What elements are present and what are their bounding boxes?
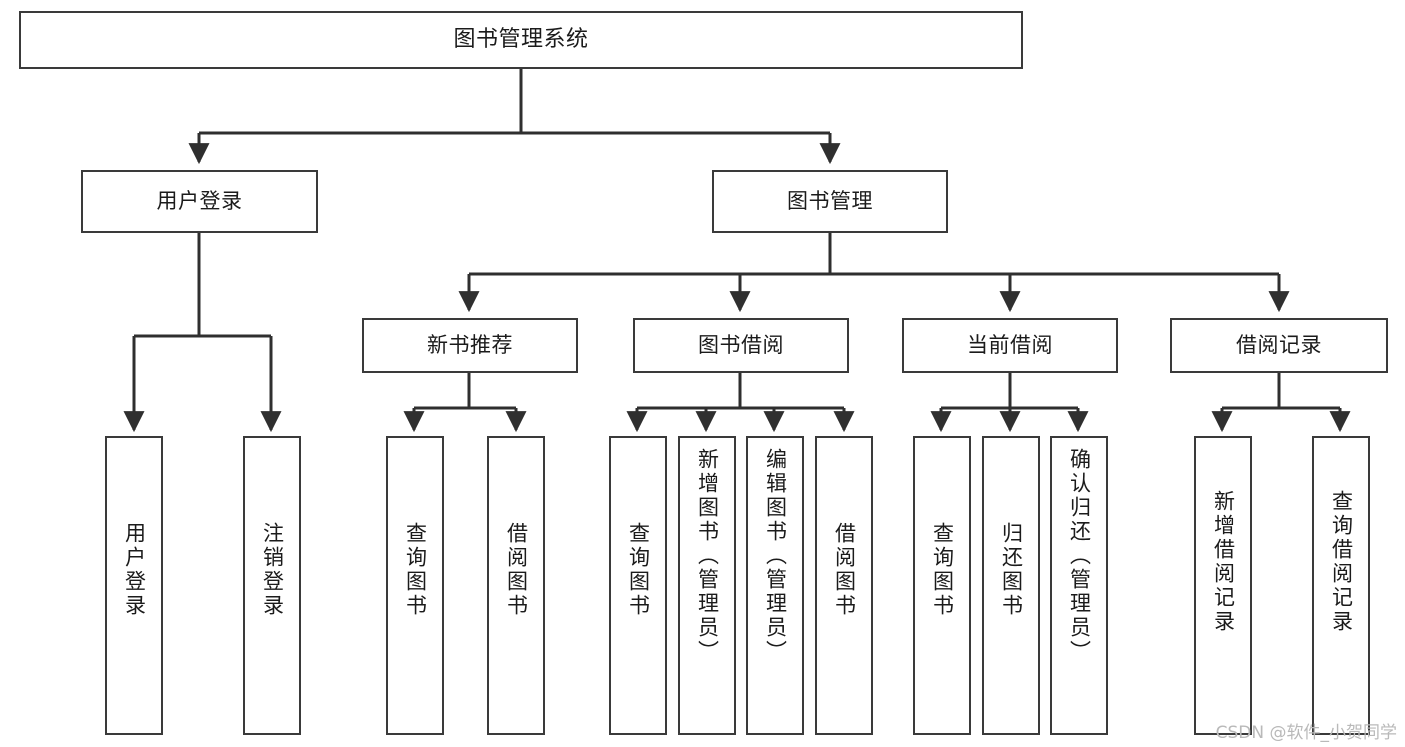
node-new-book-recommend[interactable]: 新书推荐 [362,318,578,373]
node-leaf-user-login[interactable]: 用户登录 [105,436,163,735]
node-leaf-borrow-book-1[interactable]: 借阅图书 [487,436,545,735]
node-label: 用户登录 [122,522,147,618]
node-label: 编辑图书（管理员） [763,448,788,664]
node-leaf-add-borrow-record[interactable]: 新增借阅记录 [1194,436,1252,735]
node-leaf-logout[interactable]: 注销登录 [243,436,301,735]
node-label: 当前借阅 [967,333,1053,358]
node-label: 查询图书 [403,522,428,618]
node-label: 借阅记录 [1236,333,1322,358]
node-leaf-confirm-return[interactable]: 确认归还（管理员） [1050,436,1108,735]
node-leaf-edit-book[interactable]: 编辑图书（管理员） [746,436,804,735]
node-label: 新增图书（管理员） [695,448,720,664]
node-label: 查询图书 [626,522,651,618]
node-label: 注销登录 [260,522,285,618]
node-label: 新增借阅记录 [1211,490,1236,634]
node-label: 借阅图书 [832,522,857,618]
node-user-login[interactable]: 用户登录 [81,170,318,233]
node-leaf-query-book-2[interactable]: 查询图书 [609,436,667,735]
node-leaf-query-book-3[interactable]: 查询图书 [913,436,971,735]
node-current-borrow[interactable]: 当前借阅 [902,318,1118,373]
node-leaf-borrow-book-2[interactable]: 借阅图书 [815,436,873,735]
node-label: 用户登录 [156,189,243,214]
node-leaf-return-book[interactable]: 归还图书 [982,436,1040,735]
node-label: 新书推荐 [427,333,513,358]
node-book-manage[interactable]: 图书管理 [712,170,948,233]
node-label: 图书借阅 [698,333,784,358]
node-root-system[interactable]: 图书管理系统 [19,11,1023,69]
node-label: 借阅图书 [504,522,529,618]
node-label: 图书管理 [787,189,873,214]
node-label: 查询借阅记录 [1329,490,1354,634]
node-leaf-add-book[interactable]: 新增图书（管理员） [678,436,736,735]
node-book-borrow[interactable]: 图书借阅 [633,318,849,373]
node-borrow-record[interactable]: 借阅记录 [1170,318,1388,373]
node-label: 图书管理系统 [453,27,589,53]
node-leaf-query-book-1[interactable]: 查询图书 [386,436,444,735]
node-label: 确认归还（管理员） [1067,448,1092,664]
node-label: 归还图书 [999,522,1024,618]
node-leaf-query-borrow-record[interactable]: 查询借阅记录 [1312,436,1370,735]
watermark-text: CSDN @软件_小贺同学 [1215,723,1397,743]
node-label: 查询图书 [930,522,955,618]
